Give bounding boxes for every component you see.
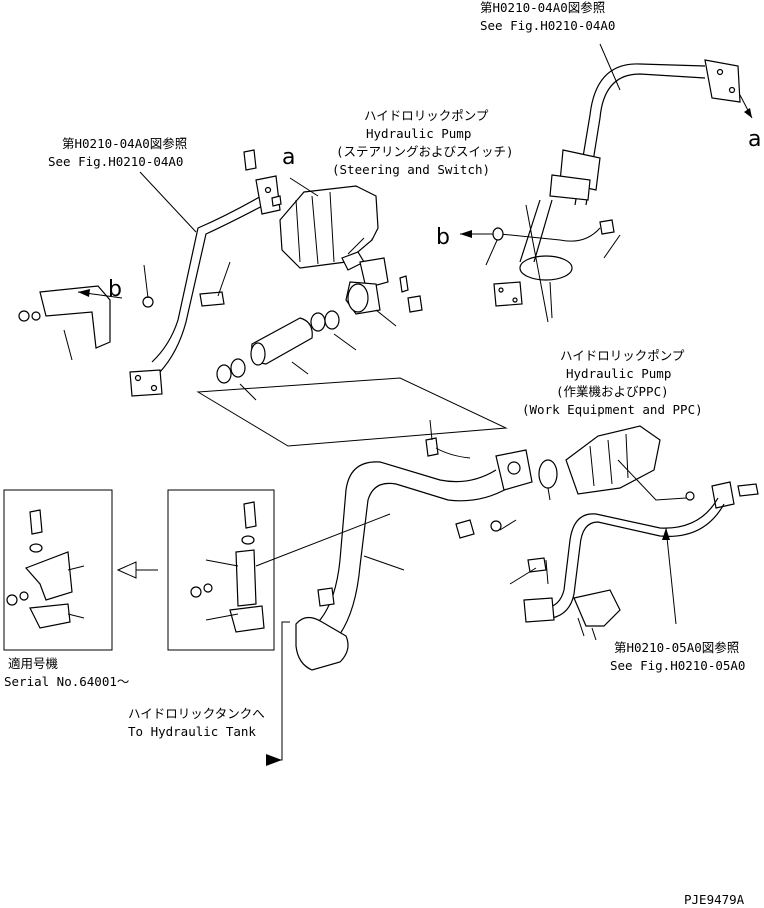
hydraulic-pump-steering [196, 177, 508, 447]
pump2-en: Hydraulic Pump [566, 366, 671, 381]
hydraulic-pump-work [538, 425, 759, 509]
pump2-flange [711, 481, 735, 509]
bottom-right-ref-en: See Fig.H0210-05A0 [610, 658, 745, 673]
left-bottom-flange [129, 369, 163, 397]
detail-bracket-old [24, 551, 73, 601]
detail-box-old [3, 489, 113, 651]
clamp-3 [216, 364, 232, 384]
pump2-jp: ハイドロリックポンプ [560, 348, 685, 363]
pump2-gasket [538, 459, 558, 489]
top-bolt [243, 149, 257, 171]
tank-jp: ハイドロリックタンクへ [128, 706, 265, 721]
o-ring [492, 227, 504, 241]
serial-en: Serial No.64001〜 [4, 674, 129, 689]
elbow-fitting [359, 257, 389, 289]
marker-a-left: a [282, 145, 295, 170]
pump1-en: Hydraulic Pump [366, 126, 471, 141]
pump1-sub-jp: (ステアリングおよびスイッチ) [336, 144, 514, 159]
left-ref-en: See Fig.H0210-04A0 [48, 154, 183, 169]
pump1-sub-en: (Steering and Switch) [332, 162, 490, 177]
drawing-code: PJE9479A [684, 892, 745, 907]
pipe-elbow [295, 616, 349, 671]
left-o-ring [142, 296, 154, 308]
lower-bolt-2 [527, 557, 547, 573]
lower-flange-2 [523, 597, 555, 623]
suction-pipe-assembly [295, 419, 533, 671]
top-right-pipe-assembly [460, 43, 753, 323]
upper-pipe-inner [585, 73, 706, 206]
hose-loop [519, 255, 573, 281]
bolt-2 [399, 275, 409, 293]
hose-band [425, 437, 439, 457]
clamp-1 [310, 312, 326, 332]
upper-pipe [574, 63, 706, 206]
detail-box-new [167, 489, 391, 651]
nut [18, 310, 30, 322]
marker-b-right: b [436, 225, 450, 250]
lower-right-pipe [545, 497, 719, 609]
tank-en: To Hydraulic Tank [128, 724, 256, 739]
washer-mid [490, 520, 502, 532]
pump2-bolt [737, 483, 759, 497]
detail-frame-old [3, 489, 113, 651]
marker-b-left: b [108, 277, 122, 302]
washer [31, 311, 41, 321]
detail-bracket-new [235, 549, 257, 607]
serial-jp: 適用号機 [8, 656, 59, 671]
pump2-o-ring [685, 491, 695, 501]
suction-pipe [299, 461, 497, 637]
marker-a-right: a [748, 127, 761, 152]
pump2-sub-jp: (作業機およびPPC) [556, 384, 669, 399]
clamp-2 [324, 310, 340, 330]
top-left-pipe-assembly [18, 149, 282, 397]
left-ref-jp: 第H0210-04A0図参照 [62, 136, 187, 151]
clamp-4 [230, 358, 246, 378]
left-bolt [199, 291, 225, 307]
bottom-right-pipe [509, 497, 725, 641]
pipe-flange [704, 59, 741, 103]
group-outline [196, 377, 508, 447]
pump1-jp: ハイドロリックポンプ [364, 108, 489, 123]
tank-leader [270, 621, 290, 761]
lower-pipe [519, 199, 553, 263]
bolt-mid [455, 519, 475, 539]
left-pipe [151, 194, 264, 363]
bolt-3 [407, 295, 423, 313]
pump2-sub-en: (Work Equipment and PPC) [522, 402, 703, 417]
lower-flange [493, 281, 523, 307]
detail-arrow [116, 561, 137, 579]
left-pipe-flange [255, 175, 281, 215]
detail-frame-new [167, 489, 275, 651]
small-fitting [599, 219, 615, 235]
top-right-ref-jp: 第H0210-04A0図参照 [480, 0, 605, 15]
top-right-ref-en: See Fig.H0210-04A0 [480, 18, 615, 33]
left-bracket [39, 285, 111, 349]
lower-bracket-2 [573, 589, 621, 627]
bottom-right-ref-jp: 第H0210-05A0図参照 [614, 640, 739, 655]
pump2-body [565, 425, 661, 495]
